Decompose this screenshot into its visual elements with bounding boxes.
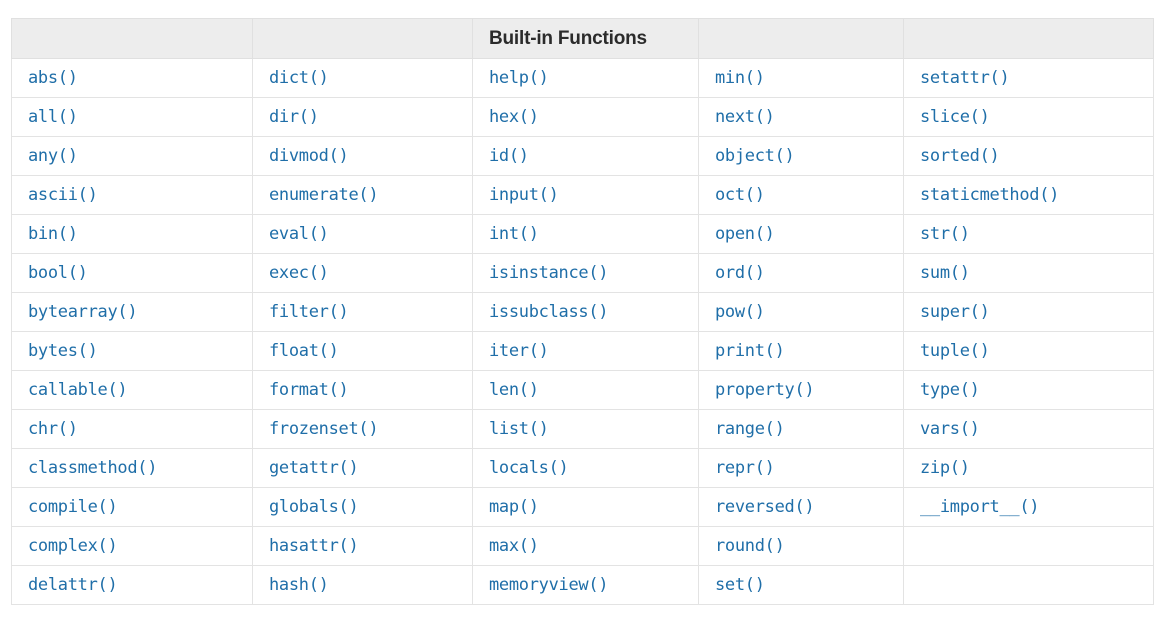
function-name-cell[interactable]: round() — [698, 526, 904, 566]
function-name-cell[interactable]: object() — [698, 136, 904, 176]
function-name-cell[interactable]: globals() — [252, 487, 473, 527]
function-name-cell[interactable]: chr() — [11, 409, 253, 449]
function-name-cell[interactable]: __import__() — [903, 487, 1154, 527]
function-name-cell[interactable]: format() — [252, 370, 473, 410]
function-name-cell[interactable]: hash() — [252, 565, 473, 605]
function-name-cell[interactable]: memoryview() — [472, 565, 699, 605]
table-row: any()divmod()id()object()sorted() — [11, 136, 1154, 176]
function-name-cell[interactable]: ascii() — [11, 175, 253, 215]
function-name-cell[interactable]: max() — [472, 526, 699, 566]
function-name-cell[interactable]: abs() — [11, 58, 253, 98]
function-name-cell[interactable]: exec() — [252, 253, 473, 293]
function-name-cell[interactable]: reversed() — [698, 487, 904, 527]
function-name-cell[interactable]: complex() — [11, 526, 253, 566]
function-name-cell[interactable]: int() — [472, 214, 699, 254]
function-name-cell[interactable]: staticmethod() — [903, 175, 1154, 215]
table-row: bytearray()filter()issubclass()pow()supe… — [11, 292, 1154, 332]
table-body: abs()dict()help()min()setattr()all()dir(… — [11, 58, 1154, 605]
table-row: classmethod()getattr()locals()repr()zip(… — [11, 448, 1154, 488]
table-row: bytes()float()iter()print()tuple() — [11, 331, 1154, 371]
table-row: bin()eval()int()open()str() — [11, 214, 1154, 254]
table-row: bool()exec()isinstance()ord()sum() — [11, 253, 1154, 293]
table-header-cell-5 — [903, 18, 1154, 59]
function-name-cell[interactable]: isinstance() — [472, 253, 699, 293]
function-name-cell[interactable]: iter() — [472, 331, 699, 371]
table-row: delattr()hash()memoryview()set() — [11, 565, 1154, 605]
table-header-cell-1 — [11, 18, 253, 59]
function-name-cell[interactable]: vars() — [903, 409, 1154, 449]
function-name-cell[interactable]: input() — [472, 175, 699, 215]
function-name-cell[interactable]: bin() — [11, 214, 253, 254]
function-name-cell[interactable]: any() — [11, 136, 253, 176]
function-name-cell[interactable]: frozenset() — [252, 409, 473, 449]
function-name-cell[interactable]: compile() — [11, 487, 253, 527]
function-name-cell[interactable]: tuple() — [903, 331, 1154, 371]
table-header: Built-in Functions — [11, 18, 1154, 59]
function-name-cell[interactable]: classmethod() — [11, 448, 253, 488]
table-cell-empty — [903, 526, 1154, 566]
function-name-cell[interactable]: sorted() — [903, 136, 1154, 176]
function-name-cell[interactable]: super() — [903, 292, 1154, 332]
function-name-cell[interactable]: enumerate() — [252, 175, 473, 215]
table-row: abs()dict()help()min()setattr() — [11, 58, 1154, 98]
function-name-cell[interactable]: getattr() — [252, 448, 473, 488]
function-name-cell[interactable]: delattr() — [11, 565, 253, 605]
table-row: callable()format()len()property()type() — [11, 370, 1154, 410]
function-name-cell[interactable]: setattr() — [903, 58, 1154, 98]
function-name-cell[interactable]: bytes() — [11, 331, 253, 371]
function-name-cell[interactable]: bytearray() — [11, 292, 253, 332]
function-name-cell[interactable]: all() — [11, 97, 253, 137]
table-row: compile()globals()map()reversed()__impor… — [11, 487, 1154, 527]
function-name-cell[interactable]: next() — [698, 97, 904, 137]
function-name-cell[interactable]: sum() — [903, 253, 1154, 293]
function-name-cell[interactable]: pow() — [698, 292, 904, 332]
function-name-cell[interactable]: issubclass() — [472, 292, 699, 332]
function-name-cell[interactable]: hasattr() — [252, 526, 473, 566]
function-name-cell[interactable]: zip() — [903, 448, 1154, 488]
table-row: all()dir()hex()next()slice() — [11, 97, 1154, 137]
function-name-cell[interactable]: help() — [472, 58, 699, 98]
function-name-cell[interactable]: callable() — [11, 370, 253, 410]
function-name-cell[interactable]: repr() — [698, 448, 904, 488]
function-name-cell[interactable]: eval() — [252, 214, 473, 254]
function-name-cell[interactable]: map() — [472, 487, 699, 527]
function-name-cell[interactable]: set() — [698, 565, 904, 605]
builtin-functions-table: Built-in Functions abs()dict()help()min(… — [11, 18, 1154, 605]
function-name-cell[interactable]: locals() — [472, 448, 699, 488]
table-header-cell-4 — [698, 18, 904, 59]
function-name-cell[interactable]: divmod() — [252, 136, 473, 176]
table-row: ascii()enumerate()input()oct()staticmeth… — [11, 175, 1154, 215]
table-row: chr()frozenset()list()range()vars() — [11, 409, 1154, 449]
function-name-cell[interactable]: str() — [903, 214, 1154, 254]
function-name-cell[interactable]: filter() — [252, 292, 473, 332]
builtin-functions-table-container: Built-in Functions abs()dict()help()min(… — [11, 18, 1154, 605]
function-name-cell[interactable]: float() — [252, 331, 473, 371]
function-name-cell[interactable]: type() — [903, 370, 1154, 410]
function-name-cell[interactable]: list() — [472, 409, 699, 449]
table-header-cell-2 — [252, 18, 473, 59]
function-name-cell[interactable]: id() — [472, 136, 699, 176]
table-cell-empty — [903, 565, 1154, 605]
function-name-cell[interactable]: dir() — [252, 97, 473, 137]
table-title-built-in-functions: Built-in Functions — [472, 18, 699, 59]
function-name-cell[interactable]: print() — [698, 331, 904, 371]
function-name-cell[interactable]: min() — [698, 58, 904, 98]
table-header-row: Built-in Functions — [11, 18, 1154, 59]
function-name-cell[interactable]: bool() — [11, 253, 253, 293]
function-name-cell[interactable]: len() — [472, 370, 699, 410]
function-name-cell[interactable]: open() — [698, 214, 904, 254]
function-name-cell[interactable]: hex() — [472, 97, 699, 137]
function-name-cell[interactable]: oct() — [698, 175, 904, 215]
function-name-cell[interactable]: ord() — [698, 253, 904, 293]
table-row: complex()hasattr()max()round() — [11, 526, 1154, 566]
function-name-cell[interactable]: slice() — [903, 97, 1154, 137]
function-name-cell[interactable]: dict() — [252, 58, 473, 98]
function-name-cell[interactable]: property() — [698, 370, 904, 410]
function-name-cell[interactable]: range() — [698, 409, 904, 449]
